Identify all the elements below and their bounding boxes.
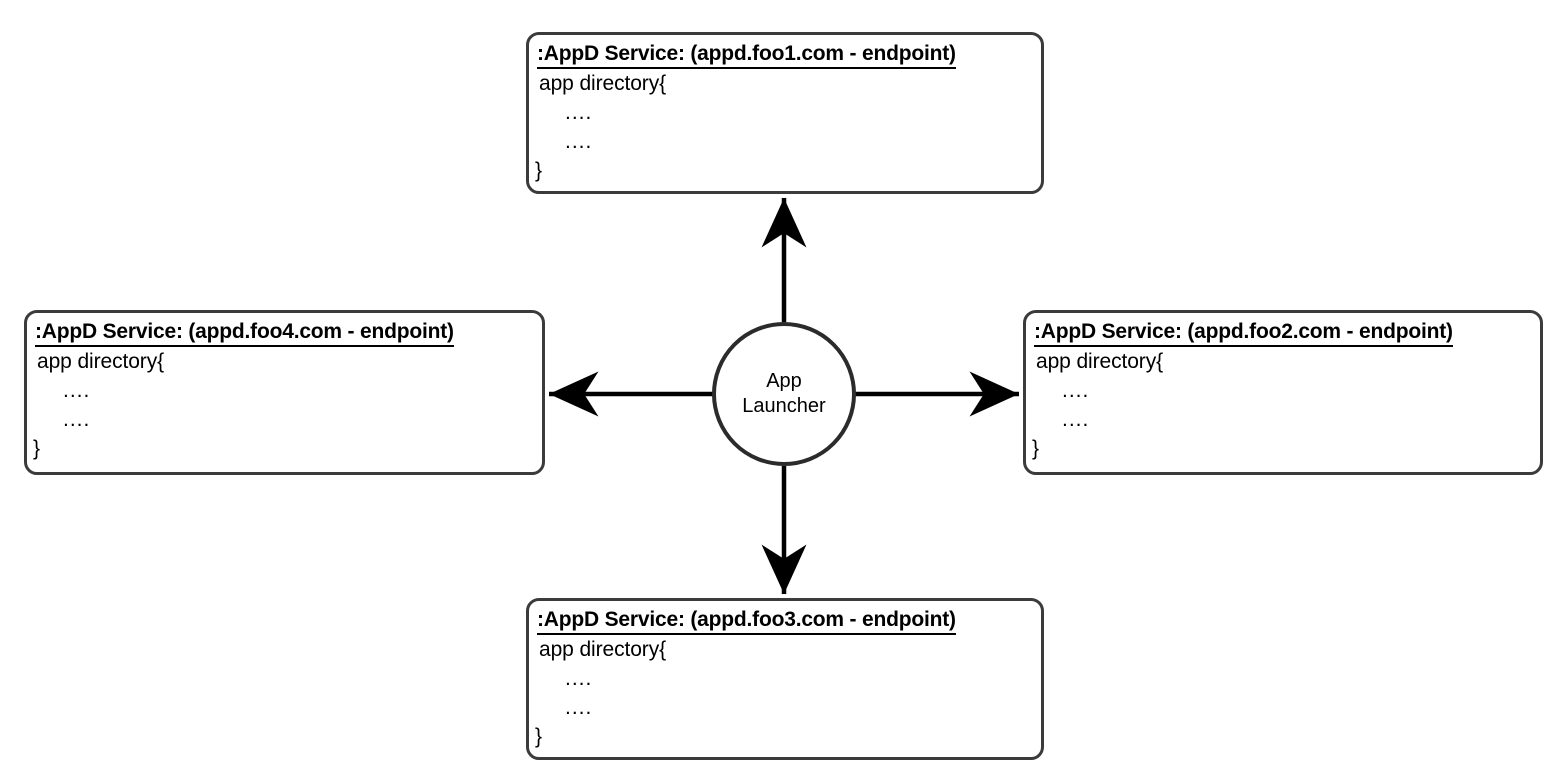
node-title-row: :AppD Service: (appd.foo1.com - endpoint… bbox=[529, 35, 1041, 69]
node-title: :AppD Service: (appd.foo3.com - endpoint… bbox=[537, 607, 956, 635]
node-title-row: :AppD Service: (appd.foo4.com - endpoint… bbox=[27, 313, 542, 347]
service-node-left[interactable]: :AppD Service: (appd.foo4.com - endpoint… bbox=[24, 310, 545, 475]
node-body-line: } bbox=[1032, 437, 1039, 460]
service-node-top[interactable]: :AppD Service: (appd.foo1.com - endpoint… bbox=[526, 32, 1044, 194]
node-body-line: .... bbox=[565, 130, 593, 153]
node-body-line: .... bbox=[63, 379, 91, 402]
service-node-right[interactable]: :AppD Service: (appd.foo2.com - endpoint… bbox=[1023, 310, 1543, 475]
node-body-line: app directory{ bbox=[37, 350, 165, 373]
node-body-line: .... bbox=[565, 667, 593, 690]
node-body-line: } bbox=[535, 159, 542, 182]
node-title-row: :AppD Service: (appd.foo3.com - endpoint… bbox=[529, 601, 1041, 635]
node-body-line: .... bbox=[565, 101, 593, 124]
node-body-line: .... bbox=[63, 408, 91, 431]
node-body-line: app directory{ bbox=[1036, 350, 1164, 373]
node-body-line: } bbox=[535, 725, 542, 748]
node-body-line: .... bbox=[565, 696, 593, 719]
node-body-line: app directory{ bbox=[539, 72, 667, 95]
app-launcher-hub[interactable]: App Launcher bbox=[712, 322, 856, 466]
node-body-line: app directory{ bbox=[539, 638, 667, 661]
node-title: :AppD Service: (appd.foo4.com - endpoint… bbox=[35, 319, 454, 347]
node-body-line: .... bbox=[1062, 408, 1090, 431]
node-title: :AppD Service: (appd.foo1.com - endpoint… bbox=[537, 41, 956, 69]
hub-label: App Launcher bbox=[742, 370, 826, 417]
node-title-row: :AppD Service: (appd.foo2.com - endpoint… bbox=[1026, 313, 1540, 347]
service-node-bottom[interactable]: :AppD Service: (appd.foo3.com - endpoint… bbox=[526, 598, 1044, 760]
node-title: :AppD Service: (appd.foo2.com - endpoint… bbox=[1034, 319, 1453, 347]
node-body-line: } bbox=[33, 437, 40, 460]
node-body-line: .... bbox=[1062, 379, 1090, 402]
